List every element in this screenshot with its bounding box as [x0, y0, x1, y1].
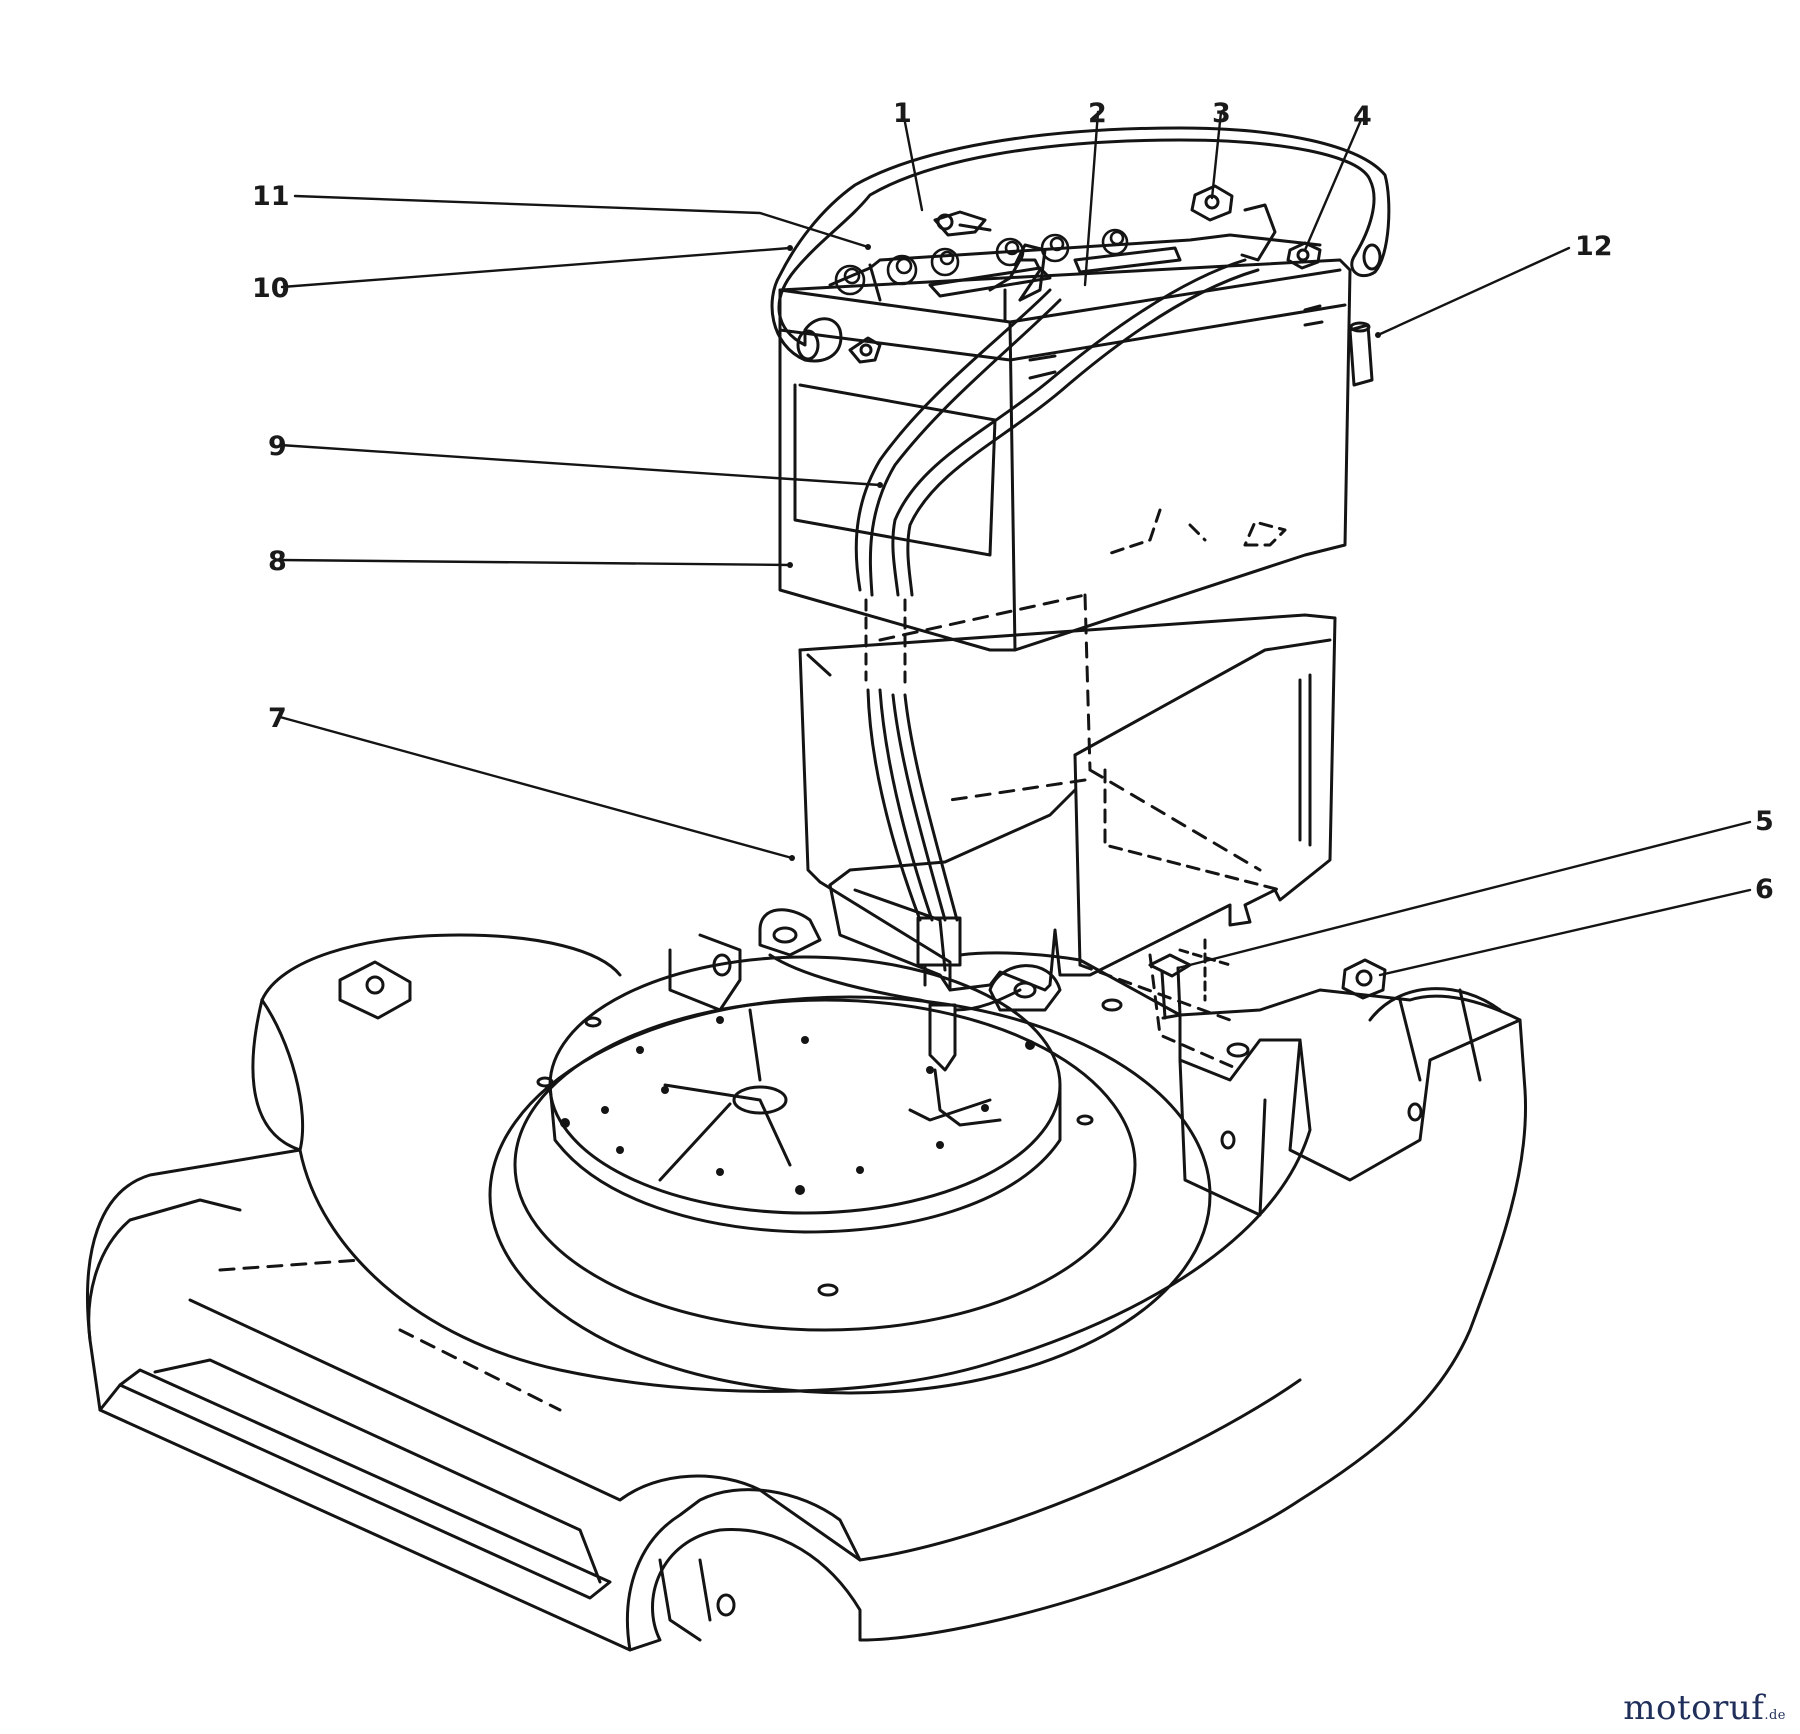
callout-3: 3: [1212, 98, 1231, 129]
watermark-logo: motoruf.de: [1623, 1688, 1786, 1728]
mower-deck-drawing: [86, 933, 1528, 1652]
callout-labels: 11 10 9 8 7 1 2 3 4 12 5 6: [252, 98, 1774, 905]
leader-lines: [278, 110, 1752, 977]
battery-tray-drawing: [758, 508, 1337, 1012]
callout-10: 10: [252, 273, 290, 304]
callout-6: 6: [1755, 874, 1774, 905]
callout-12: 12: [1575, 231, 1613, 262]
callout-11: 11: [252, 181, 290, 212]
callout-1: 1: [893, 98, 912, 129]
callout-7: 7: [268, 703, 287, 734]
callout-9: 9: [268, 431, 287, 462]
battery-drawing: [778, 203, 1352, 652]
callout-5: 5: [1755, 806, 1774, 837]
callout-4: 4: [1353, 101, 1372, 132]
hold-down-strap-drawing: [770, 126, 1391, 364]
wire-harness-drawing: [768, 258, 1260, 1012]
watermark-text: motoruf: [1623, 1688, 1765, 1728]
callout-2: 2: [1088, 98, 1107, 129]
watermark-suffix: .de: [1764, 1708, 1786, 1723]
callout-8: 8: [268, 546, 287, 577]
